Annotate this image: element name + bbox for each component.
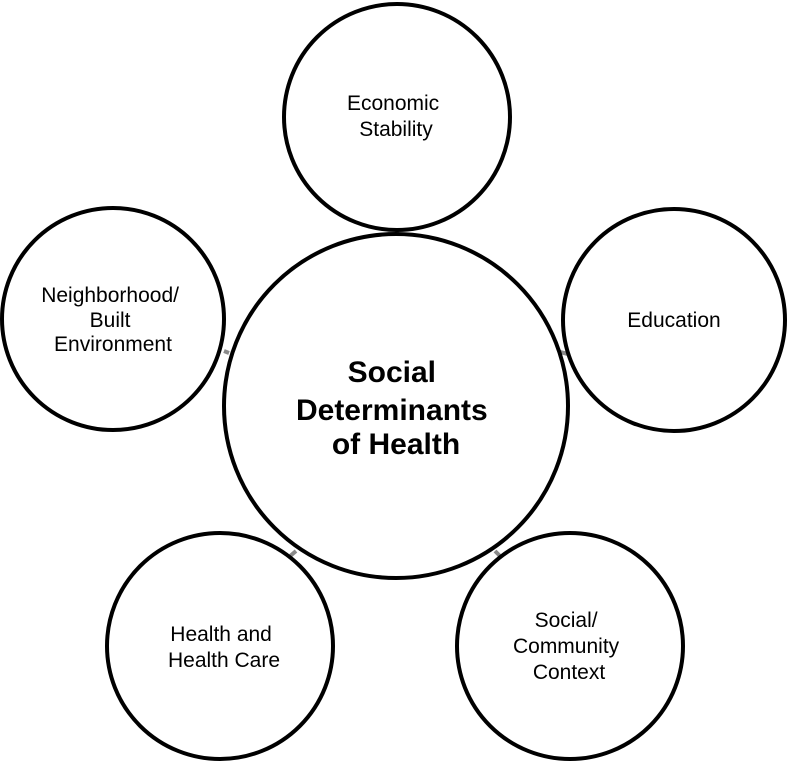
node-neighborhood-built-environment [0,206,226,432]
label-line: Health Care [168,649,280,672]
node-center-social-determinants [222,232,570,580]
label-education: Education [627,309,720,332]
label-line: Built [90,309,131,332]
label-line: Social/ [535,609,598,632]
label-line: Environment [54,333,172,356]
label-line: Neighborhood/ [41,284,179,307]
label-line: Economic [347,92,439,115]
center-label-line: Social [348,356,436,389]
node-social-community-context [455,531,685,761]
label-health-and-health-care: Health and Health Care [168,623,280,672]
node-education [561,207,787,433]
label-social-community-context: Social/ Community Context [513,609,625,684]
node-health-and-health-care [105,531,335,761]
label-line: Health and [170,623,272,646]
label-line: Education [627,309,720,332]
node-economic-stability [282,2,512,232]
connector-neighborhood [223,349,230,355]
center-label-line: of Health [332,428,460,461]
center-label-line: Determinants [296,394,488,427]
label-line: Context [533,661,606,684]
label-neighborhood-built-environment: Neighborhood/ Built Environment [41,284,185,356]
label-line: Stability [359,118,433,141]
label-line: Community [513,635,620,658]
label-economic-stability: Economic Stability [347,92,445,141]
center-label: Social Determinants of Health [296,356,496,461]
